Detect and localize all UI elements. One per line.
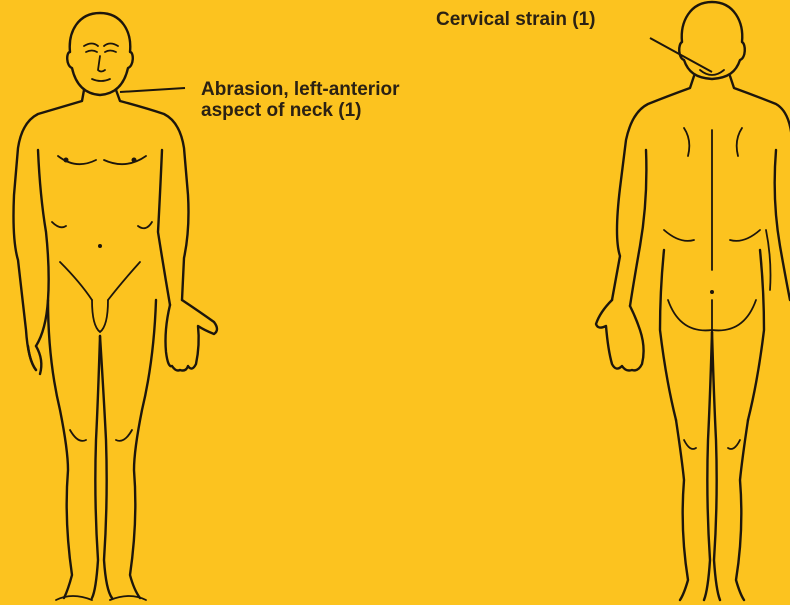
neck-abrasion-label-line-2: aspect of neck (1)	[201, 100, 399, 121]
neck-abrasion-leader-line	[120, 88, 185, 92]
cervical-strain-label: Cervical strain (1)	[436, 9, 595, 30]
cervical-strain-label-line-1: Cervical strain (1)	[436, 9, 595, 30]
front-body-figure	[14, 13, 218, 600]
back-body-figure	[596, 2, 790, 600]
neck-abrasion-label-line-1: Abrasion, left-anterior	[201, 79, 399, 100]
neck-abrasion-label: Abrasion, left-anterior aspect of neck (…	[201, 79, 399, 121]
